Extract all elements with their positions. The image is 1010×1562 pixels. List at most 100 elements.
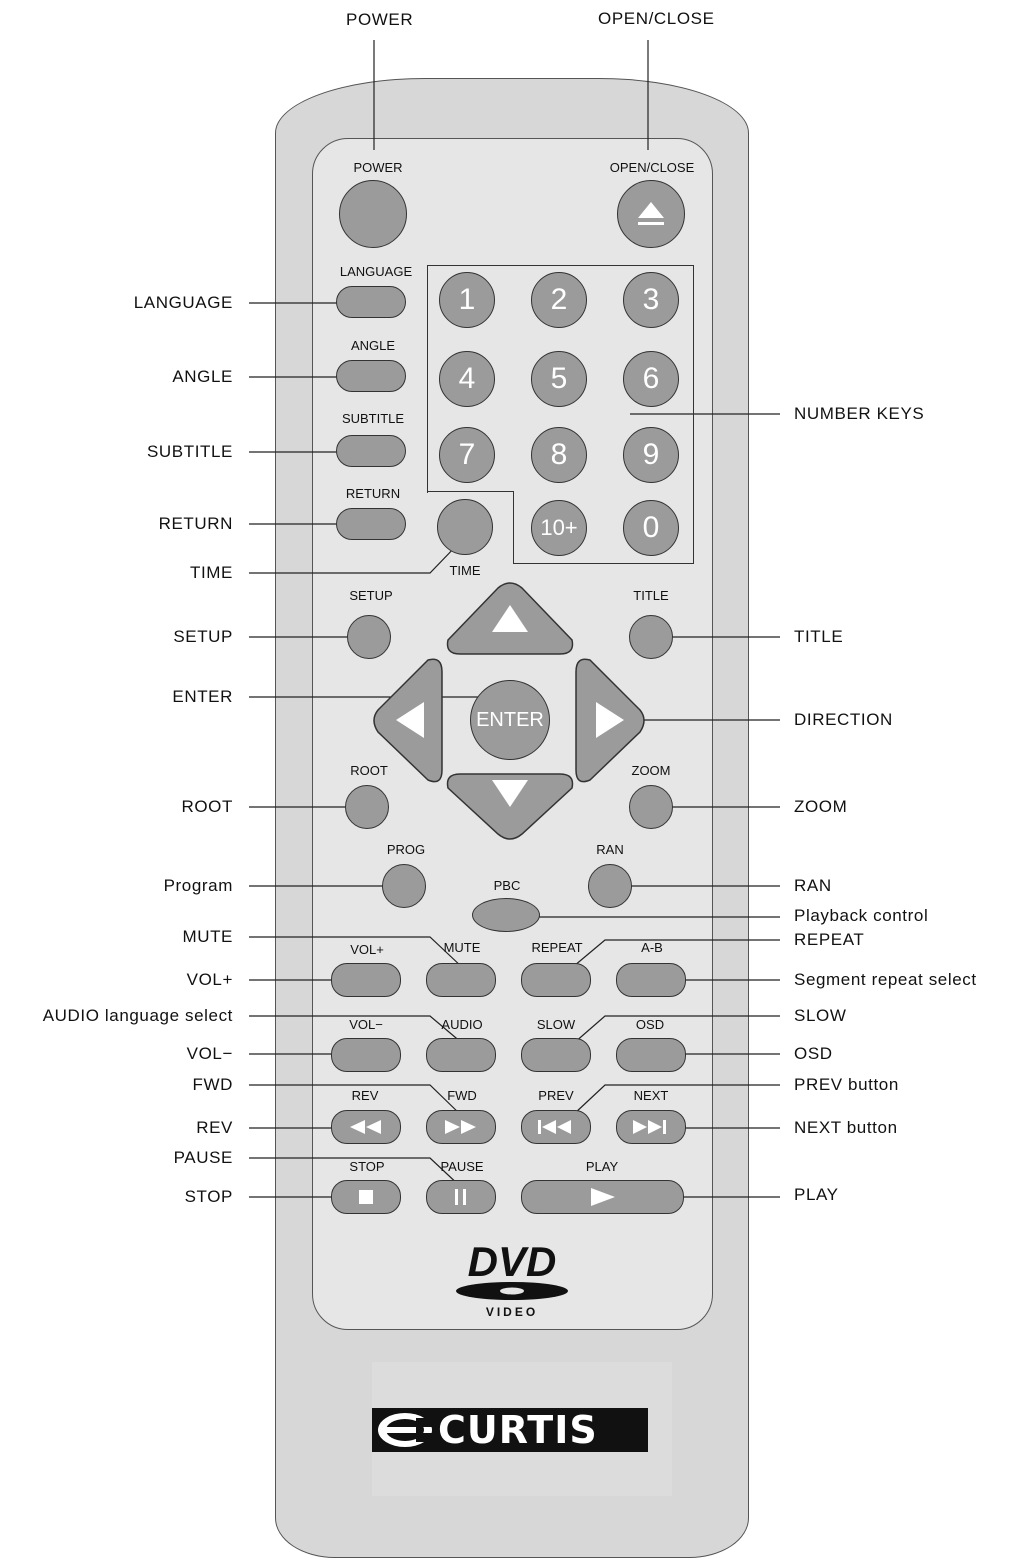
next-button[interactable] (616, 1110, 686, 1144)
vol-up-button[interactable] (331, 963, 401, 997)
callout-mute: MUTE (182, 927, 233, 946)
audio-button[interactable] (426, 1038, 496, 1072)
callout-vol-down: VOL− (186, 1044, 233, 1063)
callout-power: POWER (346, 10, 414, 29)
number-key-3[interactable]: 3 (623, 272, 679, 328)
number-key-10-plus[interactable]: 10+ (531, 500, 587, 556)
callout-setup: SETUP (173, 627, 233, 646)
number-key-1[interactable]: 1 (439, 272, 495, 328)
callout-audio: AUDIO language select (42, 1006, 233, 1025)
callout-ab: Segment repeat select (794, 970, 977, 989)
osd-label: OSD (635, 1017, 665, 1032)
mute-label: MUTE (443, 940, 481, 955)
number-key-2[interactable]: 2 (531, 272, 587, 328)
vol-down-label: VOL− (349, 1017, 383, 1032)
callout-fwd: FWD (192, 1075, 233, 1094)
callout-pause: PAUSE (173, 1148, 233, 1167)
number-key-4[interactable]: 4 (439, 351, 495, 407)
callout-slow: SLOW (794, 1006, 847, 1025)
ab-label: A-B (641, 940, 663, 955)
number-key-9[interactable]: 9 (623, 427, 679, 483)
prog-button[interactable] (382, 864, 426, 908)
skip-next-icon (633, 1120, 666, 1134)
vol-down-button[interactable] (331, 1038, 401, 1072)
rev-label: REV (351, 1088, 379, 1103)
callout-zoom: ZOOM (794, 797, 848, 816)
callout-enter: ENTER (172, 687, 233, 706)
ran-button[interactable] (588, 864, 632, 908)
number-key-7[interactable]: 7 (439, 427, 495, 483)
callout-rev: REV (196, 1118, 233, 1137)
callout-return: RETURN (158, 514, 233, 533)
number-key-8[interactable]: 8 (531, 427, 587, 483)
number-key-0[interactable]: 0 (623, 500, 679, 556)
callout-angle: ANGLE (172, 367, 233, 386)
callout-repeat: REPEAT (794, 930, 865, 949)
setup-label: SETUP (349, 588, 393, 603)
callout-next: NEXT button (794, 1118, 898, 1137)
callout-stop: STOP (184, 1187, 233, 1206)
subtitle-label: SUBTITLE (341, 411, 405, 426)
slow-button[interactable] (521, 1038, 591, 1072)
osd-button[interactable] (616, 1038, 686, 1072)
fwd-button[interactable] (426, 1110, 496, 1144)
callout-root: ROOT (181, 797, 233, 816)
angle-button[interactable] (336, 360, 406, 392)
callout-play: PLAY (794, 1185, 839, 1204)
video-wordmark: VIDEO (486, 1305, 538, 1319)
title-button[interactable] (629, 615, 673, 659)
angle-label: ANGLE (350, 338, 396, 353)
ab-button[interactable] (616, 963, 686, 997)
zoom-button[interactable] (629, 785, 673, 829)
eject-icon (638, 202, 664, 225)
return-button[interactable] (336, 508, 406, 540)
vol-up-label: VOL+ (350, 942, 384, 957)
subtitle-button[interactable] (336, 435, 406, 467)
prog-label: PROG (386, 842, 426, 857)
curtis-logo: CURTIS (372, 1408, 648, 1452)
fwd-label: FWD (447, 1088, 477, 1103)
play-button[interactable] (521, 1180, 684, 1214)
callout-title: TITLE (794, 627, 844, 646)
stop-label: STOP (349, 1159, 385, 1174)
audio-label: AUDIO (441, 1017, 483, 1032)
pause-button[interactable] (426, 1180, 496, 1214)
stop-icon (359, 1190, 373, 1204)
root-button[interactable] (345, 785, 389, 829)
pbc-button[interactable] (472, 898, 540, 932)
number-key-6[interactable]: 6 (623, 351, 679, 407)
zoom-label: ZOOM (631, 763, 671, 778)
power-label: POWER (353, 160, 403, 175)
stop-button[interactable] (331, 1180, 401, 1214)
prev-label: PREV (538, 1088, 574, 1103)
slow-label: SLOW (536, 1017, 576, 1032)
skip-previous-icon (538, 1120, 571, 1134)
callout-osd: OSD (794, 1044, 833, 1063)
callout-program: Program (163, 876, 233, 895)
power-button[interactable] (339, 180, 407, 248)
setup-button[interactable] (347, 615, 391, 659)
enter-button[interactable]: ENTER (470, 680, 550, 760)
arrow-left-icon (396, 702, 424, 738)
ran-label: RAN (596, 842, 624, 857)
rev-button[interactable] (331, 1110, 401, 1144)
callout-pbc: Playback control (794, 906, 929, 925)
root-label: ROOT (350, 763, 388, 778)
repeat-label: REPEAT (531, 940, 583, 955)
time-button[interactable] (437, 499, 493, 555)
number-keypad-frame-step (427, 491, 514, 492)
mute-button[interactable] (426, 963, 496, 997)
number-key-5[interactable]: 5 (531, 351, 587, 407)
prev-button[interactable] (521, 1110, 591, 1144)
open-close-label: OPEN/CLOSE (609, 160, 695, 175)
callout-time: TIME (189, 563, 233, 582)
number-keypad-frame (427, 265, 694, 493)
repeat-button[interactable] (521, 963, 591, 997)
open-close-button[interactable] (617, 180, 685, 248)
callout-prev: PREV button (794, 1075, 899, 1094)
title-label: TITLE (633, 588, 669, 603)
language-button[interactable] (336, 286, 406, 318)
language-label: LANGUAGE (339, 264, 413, 279)
callout-language: LANGUAGE (133, 293, 233, 312)
